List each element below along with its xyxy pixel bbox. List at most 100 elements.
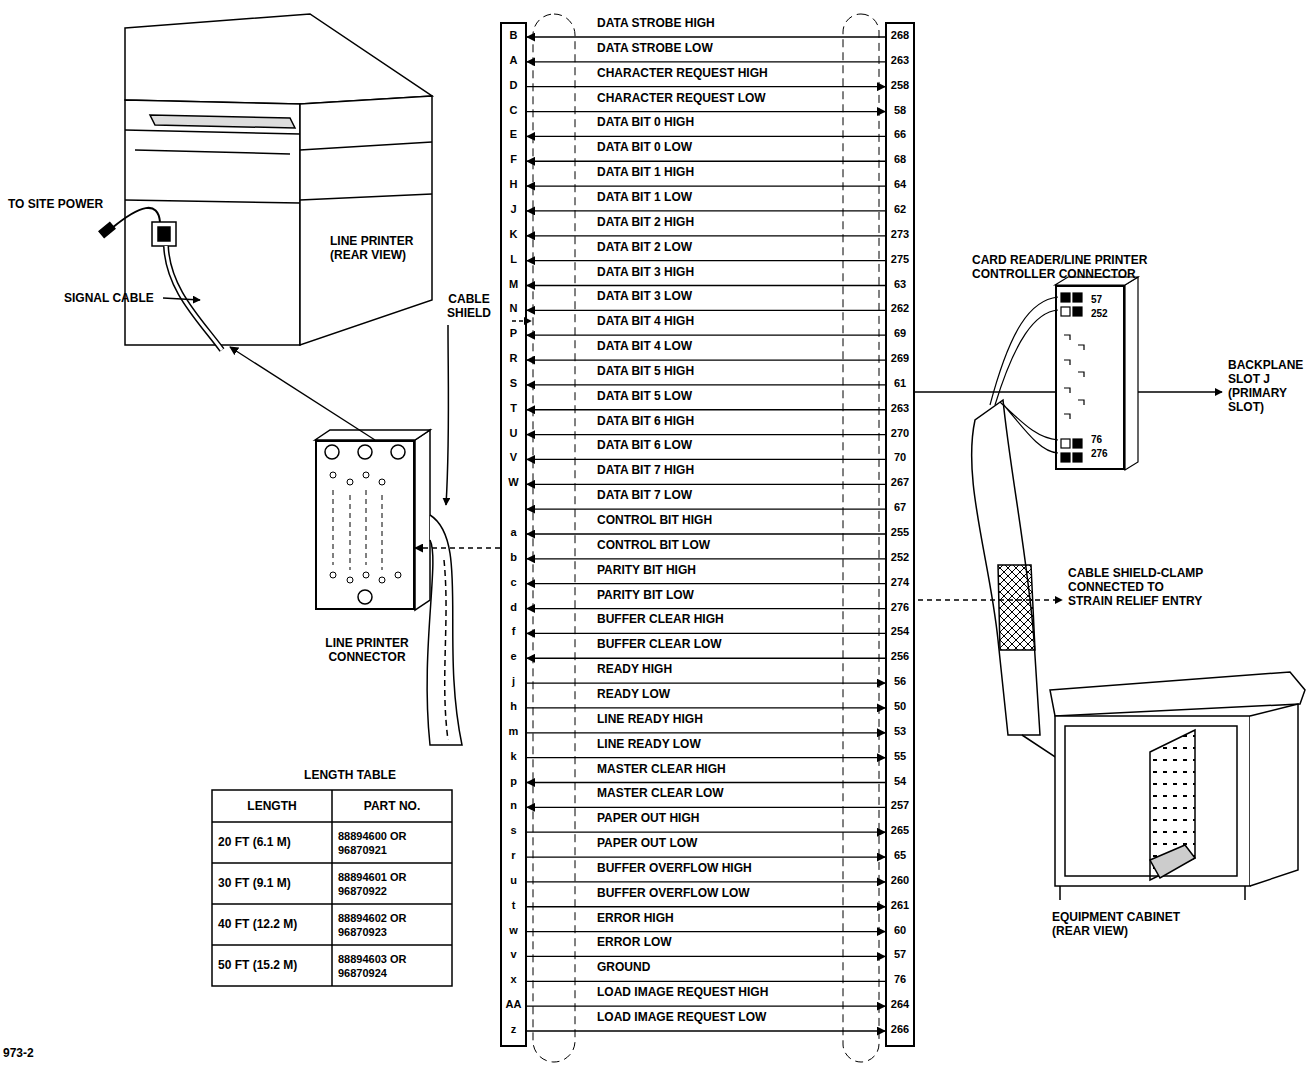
signal-name: CHARACTER REQUEST HIGH xyxy=(595,66,770,80)
pin-label: r xyxy=(502,848,525,862)
callout-label: LENGTH TABLE xyxy=(280,768,420,782)
callout-label: BACKPLANE SLOT J (PRIMARY SLOT) xyxy=(1228,358,1314,414)
signal-name: LINE READY LOW xyxy=(595,737,703,751)
signal-line xyxy=(527,533,885,534)
pin-label: 261 xyxy=(887,898,913,912)
pin-label: U xyxy=(502,426,525,440)
pin-label: M xyxy=(502,277,525,291)
line-printer-drawing-part xyxy=(125,100,300,345)
signal-line xyxy=(915,391,1055,392)
signal-name: BUFFER OVERFLOW LOW xyxy=(595,886,752,900)
signal-line xyxy=(527,185,885,186)
signal-line xyxy=(527,335,885,336)
signal-name: DATA BIT 2 HIGH xyxy=(595,215,696,229)
signal-line xyxy=(527,459,885,460)
printer-connector-drawing-part xyxy=(427,515,462,745)
signal-name: LOAD IMAGE REQUEST HIGH xyxy=(595,985,770,999)
pin-label: 254 xyxy=(887,624,913,638)
pin-label: 266 xyxy=(887,1022,913,1036)
pin-label: 255 xyxy=(887,525,913,539)
pin-label: 275 xyxy=(887,252,913,266)
pin-label: u xyxy=(502,873,525,887)
signal-line xyxy=(527,136,885,137)
signal-name: CONTROL BIT LOW xyxy=(595,538,712,552)
signal-line xyxy=(527,931,885,932)
pin-label: 70 xyxy=(887,450,913,464)
signal-line xyxy=(527,36,885,37)
pin-label: v xyxy=(502,947,525,961)
controller-connector-drawing-part xyxy=(1073,453,1082,462)
signal-name: MASTER CLEAR LOW xyxy=(595,786,726,800)
pin-label: k xyxy=(502,749,525,763)
callout-label: CABLE SHIELD-CLAMP CONNECTED TO STRAIN R… xyxy=(1068,566,1208,608)
pin-label: n xyxy=(502,798,525,812)
signal-name: DATA BIT 5 LOW xyxy=(595,389,694,403)
pin-label: d xyxy=(502,600,525,614)
signal-line xyxy=(527,210,885,211)
signal-name: DATA BIT 6 LOW xyxy=(595,438,694,452)
printer-connector-drawing-part-part xyxy=(330,572,336,578)
pin-label: 54 xyxy=(887,774,913,788)
signal-line xyxy=(527,558,885,559)
equipment-cabinet-drawing-part xyxy=(1050,672,1305,716)
pin-label: 76 xyxy=(887,972,913,986)
pin-label: 62 xyxy=(887,202,913,216)
signal-name: DATA BIT 4 LOW xyxy=(595,339,694,353)
line-printer-drawing-part xyxy=(300,96,432,345)
signal-name: DATA BIT 7 HIGH xyxy=(595,463,696,477)
equipment-cabinet: EQUIPMENT CABINET (REAR VIEW) xyxy=(1050,672,1305,890)
pin-label: 68 xyxy=(887,152,913,166)
pin-label: z xyxy=(502,1022,525,1036)
length-table-grid-part xyxy=(212,790,452,986)
pin-label: J xyxy=(502,202,525,216)
callout-label: CABLE SHIELD xyxy=(436,292,502,320)
pin-label: f xyxy=(502,624,525,638)
signal-name: LOAD IMAGE REQUEST LOW xyxy=(595,1010,768,1024)
signal-name: DATA BIT 2 LOW xyxy=(595,240,694,254)
signal-line xyxy=(527,235,885,236)
signal-line xyxy=(527,61,885,62)
signal-name: ERROR HIGH xyxy=(595,911,676,925)
line-printer-drawing-part xyxy=(150,115,295,128)
controller-connector-drawing-part xyxy=(1073,293,1082,302)
printer-connector-drawing-part xyxy=(512,320,531,322)
pin-label: A xyxy=(502,53,525,67)
signal-line xyxy=(527,359,885,360)
pin-label: x xyxy=(502,972,525,986)
pin-label: w xyxy=(502,923,525,937)
pin-label: 65 xyxy=(887,848,913,862)
pin-label: 63 xyxy=(887,277,913,291)
line-printer-drawing-part xyxy=(125,14,432,104)
signal-name: DATA BIT 1 HIGH xyxy=(595,165,696,179)
printer-connector-drawing-part-part xyxy=(379,479,385,485)
pin-label: 252 xyxy=(887,550,913,564)
node-heading: EQUIPMENT CABINET (REAR VIEW) xyxy=(1052,910,1202,938)
signal-name: CHARACTER REQUEST LOW xyxy=(595,91,768,105)
pin-label: N xyxy=(502,301,525,315)
pin-label: 57 xyxy=(1091,293,1123,307)
printer-connector-drawing-part xyxy=(330,472,401,583)
signal-name: DATA BIT 0 HIGH xyxy=(595,115,696,129)
signal-name: READY LOW xyxy=(595,687,672,701)
controller-connector-drawing xyxy=(1055,277,1138,470)
controller-cable-drawing-part xyxy=(1125,391,1222,393)
pin-label: H xyxy=(502,177,525,191)
pin-label: 67 xyxy=(887,500,913,514)
signal-line xyxy=(527,832,885,833)
pin-label: c xyxy=(502,575,525,589)
pin-label: j xyxy=(502,674,525,688)
pin-label: 76 xyxy=(1091,433,1123,447)
signal-line xyxy=(527,856,885,857)
line-printer-drawing-part xyxy=(152,222,176,246)
signal-name: BUFFER OVERFLOW HIGH xyxy=(595,861,754,875)
signal-line xyxy=(527,111,885,112)
pin-label: 276 xyxy=(887,600,913,614)
pin-label: AA xyxy=(502,997,525,1011)
pin-label: 274 xyxy=(887,575,913,589)
table-cell: PART NO. xyxy=(332,799,452,813)
table-cell: 88894602 OR 96870923 xyxy=(338,911,448,939)
signal-name: CONTROL BIT HIGH xyxy=(595,513,714,527)
pin-label: 57 xyxy=(887,947,913,961)
table-cell: LENGTH xyxy=(212,799,332,813)
